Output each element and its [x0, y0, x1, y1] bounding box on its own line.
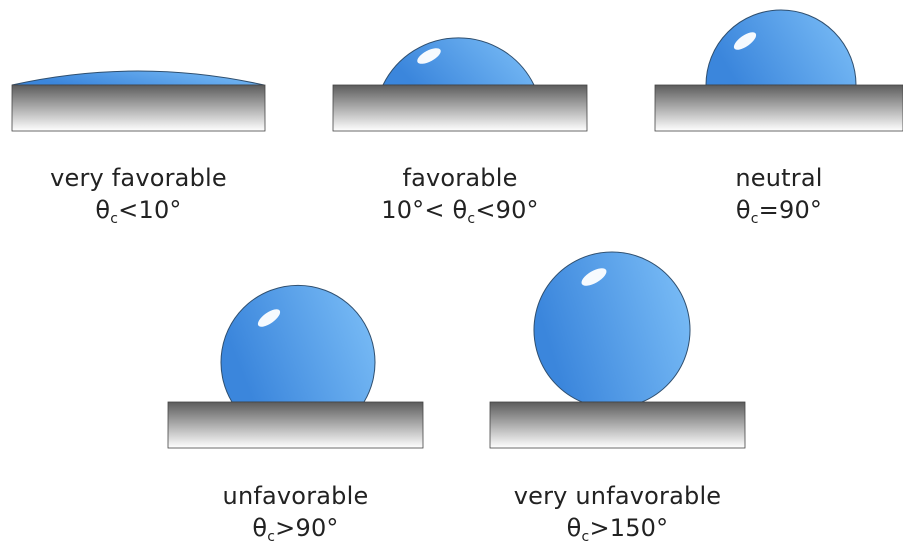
label: very favorable: [12, 162, 265, 194]
panel-favorable: [333, 38, 587, 131]
condition: θc=90°: [655, 194, 903, 226]
surface: [168, 402, 423, 448]
surface: [333, 85, 587, 131]
caption-unfavorable: unfavorable θc>90°: [168, 480, 423, 544]
label: favorable: [333, 162, 587, 194]
surface: [12, 85, 265, 131]
condition: θc<10°: [12, 194, 265, 226]
condition: θc>150°: [490, 512, 745, 544]
caption-very-favorable: very favorable θc<10°: [12, 162, 265, 226]
label: neutral: [655, 162, 903, 194]
label: very unfavorable: [490, 480, 745, 512]
surface: [655, 85, 903, 131]
panel-neutral: [655, 10, 903, 131]
condition: θc>90°: [168, 512, 423, 544]
droplet: [221, 285, 375, 402]
caption-favorable: favorable 10°< θc<90°: [333, 162, 587, 226]
caption-very-unfavorable: very unfavorable θc>150°: [490, 480, 745, 544]
panel-very-unfavorable: [490, 252, 745, 448]
label: unfavorable: [168, 480, 423, 512]
droplet: [383, 38, 534, 85]
panel-very-favorable: [12, 71, 265, 131]
condition: 10°< θc<90°: [333, 194, 587, 226]
caption-neutral: neutral θc=90°: [655, 162, 903, 226]
surface: [490, 402, 745, 448]
droplet: [12, 71, 264, 85]
droplet: [706, 10, 856, 85]
droplet: [534, 252, 690, 402]
panel-unfavorable: [168, 285, 423, 448]
